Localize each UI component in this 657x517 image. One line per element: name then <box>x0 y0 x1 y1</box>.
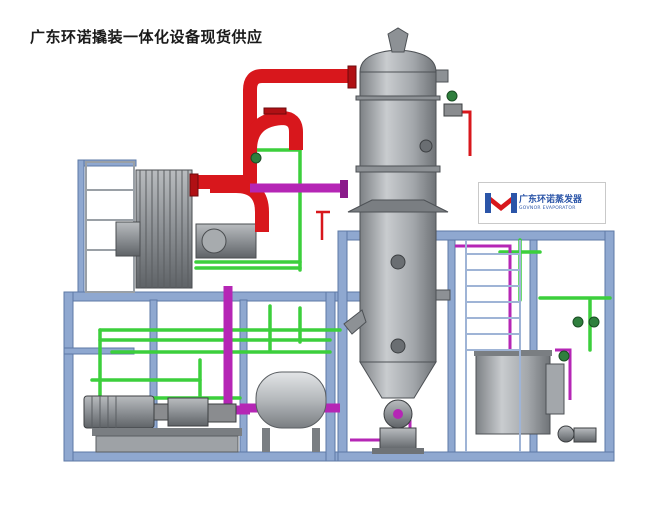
steam-pipe-flanges <box>189 65 357 197</box>
small-pump-right <box>557 425 597 443</box>
brand-sign: 广东环诺蒸发器 GOVNOR EVAPORATOR <box>478 182 606 224</box>
horizontal-tank <box>255 371 327 452</box>
valve-handwheel-right <box>588 316 600 328</box>
page-caption: 广东环诺撬装一体化设备现货供应 <box>30 28 263 46</box>
motor-pump-assembly <box>83 395 242 453</box>
brand-subtitle: GOVNOR EVAPORATOR <box>519 206 576 211</box>
brand-name: 广东环诺蒸发器 <box>519 195 583 205</box>
valve-top-right <box>443 90 463 117</box>
valve-handwheel-low <box>558 350 570 362</box>
condensate-tank <box>474 350 565 435</box>
valves <box>250 90 600 362</box>
red-level-line <box>316 210 330 240</box>
steam-pipes <box>196 69 355 232</box>
hn-logo-icon <box>485 193 517 213</box>
magenta-flange <box>340 180 348 198</box>
valve-handwheel-pipe <box>250 152 262 164</box>
evaporator-vessel <box>343 27 451 399</box>
access-ladder <box>465 240 521 452</box>
circulation-pump <box>372 399 424 454</box>
valve-handwheel-mid <box>572 316 584 328</box>
red-outlet-pipe <box>462 110 472 156</box>
plate-heat-exchanger <box>85 161 257 293</box>
